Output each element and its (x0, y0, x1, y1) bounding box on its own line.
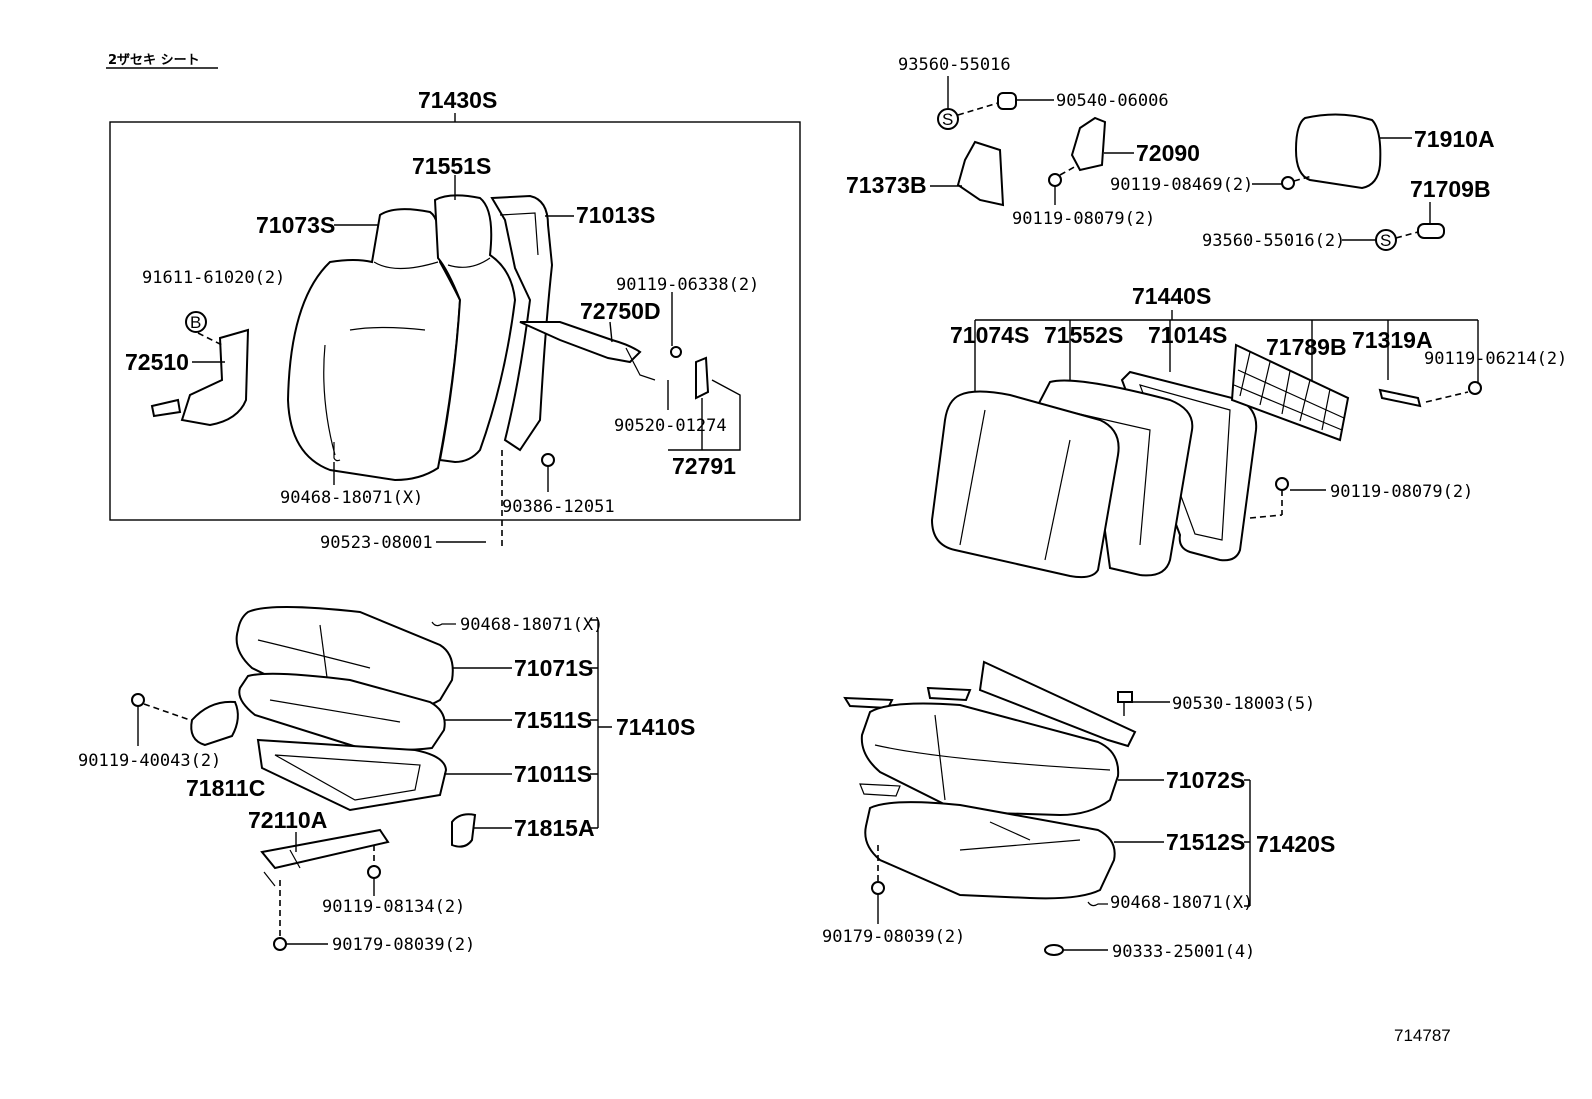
bolt-90119-06214-icon (1468, 381, 1482, 395)
bolt-90119-06338-icon (670, 346, 682, 358)
label-71014S[interactable]: 71014S (1148, 322, 1227, 348)
nut-90386-icon (541, 453, 555, 467)
seatback-pad-part (433, 194, 517, 464)
clip-90530-part (1117, 691, 1133, 703)
label-71072S[interactable]: 71072S (1166, 767, 1245, 793)
label-90386-12051[interactable]: 90386-12051 (502, 497, 615, 517)
label-71789B[interactable]: 71789B (1266, 334, 1347, 360)
label-71373B[interactable]: 71373B (846, 172, 927, 198)
label-71815A[interactable]: 71815A (514, 815, 595, 841)
guide-71709B-part (1417, 223, 1445, 239)
cushion-cover-71072S-part (860, 702, 1120, 817)
cushion-pad-71512S-part (864, 801, 1116, 900)
label-72090[interactable]: 72090 (1136, 140, 1200, 166)
nut-90179-a-icon (273, 937, 287, 951)
side-cover-71815A-part (451, 813, 477, 848)
s-clip-letter-a: S (942, 110, 953, 129)
label-93560-55016-b[interactable]: 93560-55016(2) (1202, 231, 1345, 251)
label-90119-08079-b[interactable]: 90119-08079(2) (1330, 482, 1473, 502)
bolt-90119-08134-icon (367, 865, 381, 879)
seatback-frame-part (490, 194, 554, 452)
label-72510[interactable]: 72510 (125, 349, 189, 375)
headrest-part (1294, 113, 1382, 190)
label-71074S[interactable]: 71074S (950, 322, 1029, 348)
seatback-pad-71552S-part (1036, 379, 1194, 577)
label-91611-61020[interactable]: 91611-61020(2) (142, 268, 285, 288)
label-71440S[interactable]: 71440S (1132, 283, 1211, 309)
label-90530-18003[interactable]: 90530-18003(5) (1172, 694, 1315, 714)
label-72791[interactable]: 72791 (672, 453, 736, 479)
label-90468-18071-c[interactable]: 90468-18071(X) (1110, 893, 1253, 913)
label-90520-01274[interactable]: 90520-01274 (614, 416, 727, 436)
screw-90119-40043-icon (131, 693, 145, 707)
b-clip-letter: B (190, 313, 201, 332)
seatback-assembly-group: 71430S B (109, 87, 801, 553)
cushion-assembly-group: 90468-18071(X) 71071S 71511S 71410S 7101… (78, 606, 695, 955)
label-90468-18071-b[interactable]: 90468-18071(X) (460, 615, 603, 635)
bracket-71373B-part (956, 140, 1005, 207)
label-71709B[interactable]: 71709B (1410, 176, 1491, 202)
adjuster-72110A-part (260, 828, 390, 870)
release-handle-part (695, 356, 710, 400)
side-cover-71811C-part (190, 700, 239, 747)
label-71430S[interactable]: 71430S (418, 87, 497, 113)
label-71071S[interactable]: 71071S (514, 655, 593, 681)
hook-71319A-part (1378, 388, 1422, 408)
label-90119-06214[interactable]: 90119-06214(2) (1424, 349, 1567, 369)
label-71410S[interactable]: 71410S (616, 714, 695, 740)
b-clip-icon (185, 311, 207, 333)
label-71011S[interactable]: 71011S (514, 761, 592, 787)
label-71073S[interactable]: 71073S (256, 212, 335, 238)
bolt-90119-08079-a-icon (1048, 173, 1062, 187)
label-71319A[interactable]: 71319A (1352, 327, 1433, 353)
label-72110A[interactable]: 72110A (248, 807, 327, 833)
cushion-rh-group: 90530-18003(5) 71072S 71512S 71420S 9046… (822, 660, 1335, 962)
label-71552S[interactable]: 71552S (1044, 322, 1123, 348)
label-90179-08039-a[interactable]: 90179-08039(2) (332, 935, 475, 955)
label-90523-08001[interactable]: 90523-08001 (320, 533, 433, 553)
bolt-90119-08469-icon (1281, 176, 1295, 190)
label-71512S[interactable]: 71512S (1166, 829, 1245, 855)
label-90540-06006[interactable]: 90540-06006 (1056, 91, 1169, 111)
label-71910A[interactable]: 71910A (1414, 126, 1495, 152)
label-72750D[interactable]: 72750D (580, 298, 661, 324)
label-71811C[interactable]: 71811C (186, 775, 265, 801)
bracket-72090-part (1070, 116, 1107, 172)
label-93560-55016-a[interactable]: 93560-55016 (898, 55, 1011, 75)
label-90468-18071-a[interactable]: 90468-18071(X) (280, 488, 423, 508)
seatback-rh-group: 93560-55016 S 90540-06006 71373B 72090 9… (846, 55, 1567, 579)
diagram-caption: 2ザセキ シート (108, 53, 200, 68)
label-71511S[interactable]: 71511S (514, 707, 592, 733)
hog-ring-90333-icon (1044, 944, 1064, 956)
flap-rear-part (978, 660, 1137, 748)
label-90119-40043[interactable]: 90119-40043(2) (78, 751, 221, 771)
seatback-cover-71074S-part (930, 390, 1120, 579)
nut-90179-b-icon (871, 881, 885, 895)
label-90179-08039-b[interactable]: 90179-08039(2) (822, 927, 965, 947)
label-71551S[interactable]: 71551S (412, 153, 491, 179)
label-90119-08079-a[interactable]: 90119-08079(2) (1012, 209, 1155, 229)
label-90119-08469[interactable]: 90119-08469(2) (1110, 175, 1253, 195)
bolt-90119-08079-b-icon (1275, 477, 1289, 491)
s-clip-icon-a (937, 108, 959, 130)
figure-reference-number: 714787 (1394, 1026, 1451, 1045)
bracket-72510-part (180, 328, 250, 427)
label-71013S[interactable]: 71013S (576, 202, 655, 228)
label-90333-25001[interactable]: 90333-25001(4) (1112, 942, 1255, 962)
storage-net-part (1230, 343, 1350, 442)
flap-mid-part (926, 686, 972, 702)
collar-90540-part (997, 92, 1017, 110)
label-71420S[interactable]: 71420S (1256, 831, 1335, 857)
label-90119-08134[interactable]: 90119-08134(2) (322, 897, 465, 917)
seatback-cover-part (286, 208, 462, 482)
label-90119-06338[interactable]: 90119-06338(2) (616, 275, 759, 295)
s-clip-letter-b: S (1380, 231, 1391, 250)
